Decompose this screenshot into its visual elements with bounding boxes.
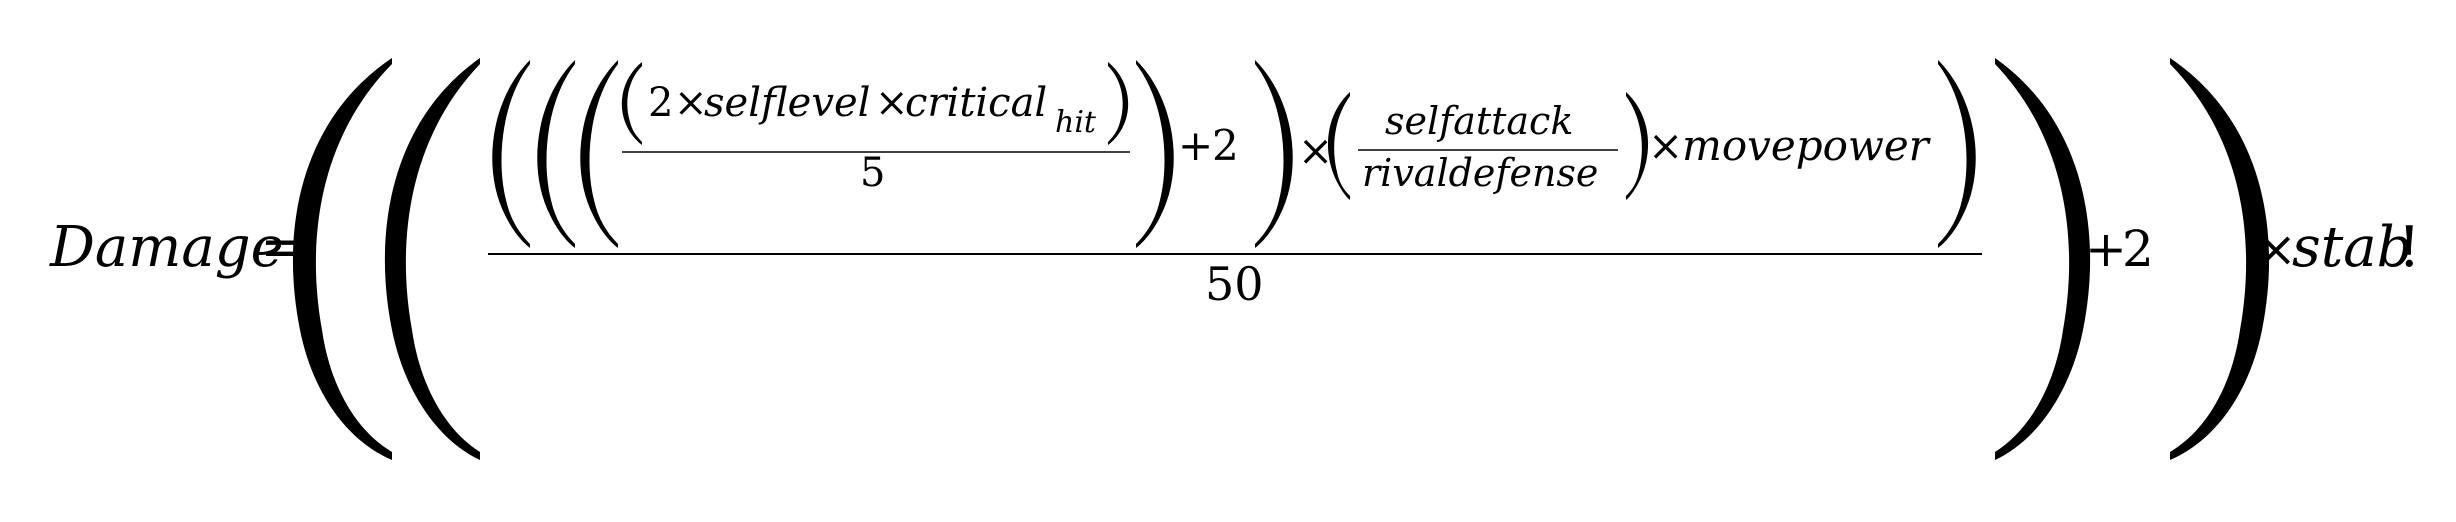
- exclamation-mark: !: [2398, 215, 2421, 280]
- paren-second-right: [1995, 58, 2091, 460]
- movepower-text: movepower: [1682, 121, 1932, 170]
- inner-times-2: ×: [875, 80, 909, 126]
- lhs-damage: Damage: [49, 215, 284, 280]
- plus-two-two: 2: [1212, 121, 1239, 170]
- paren-num-mid-right: [1255, 60, 1293, 248]
- paren-num-mid-left: [537, 60, 575, 248]
- paren-outer-right: [2170, 58, 2270, 460]
- paren-second-left: [384, 58, 480, 460]
- times-attack: ×: [1298, 126, 1333, 175]
- inner-critical: critical: [905, 80, 1047, 126]
- inner-selflevel: selflevel: [704, 80, 870, 126]
- paren-small-left: [621, 62, 642, 145]
- paren-small-right: [1108, 62, 1129, 145]
- times-movepower: ×: [1648, 121, 1683, 170]
- rivaldefense-text: rivaldefense: [1362, 151, 1598, 195]
- inner-denominator-five: 5: [860, 150, 885, 196]
- plus-two-outer-plus: +: [2085, 220, 2127, 278]
- paren-attack-left: [1327, 92, 1350, 200]
- paren-outer-left: [292, 58, 392, 460]
- times-stab: ×: [2255, 220, 2297, 278]
- stab-text: stab: [2292, 215, 2412, 280]
- paren-num-inner-left: [580, 60, 618, 248]
- paren-num-inner-right: [1136, 60, 1174, 248]
- plus-two-plus: +: [1178, 121, 1213, 170]
- selfattack-text: selfattack: [1385, 99, 1573, 143]
- inner-num-two: 2: [648, 80, 673, 126]
- inner-hit-subscript: hit: [1055, 105, 1097, 140]
- paren-num-outer-left: [492, 60, 530, 248]
- paren-attack-right: [1626, 92, 1649, 200]
- inner-times-1: ×: [674, 80, 708, 126]
- plus-two-outer-two: 2: [2122, 220, 2154, 278]
- paren-num-outer-right: [1938, 60, 1976, 248]
- denominator-fifty: 50: [1205, 257, 1264, 311]
